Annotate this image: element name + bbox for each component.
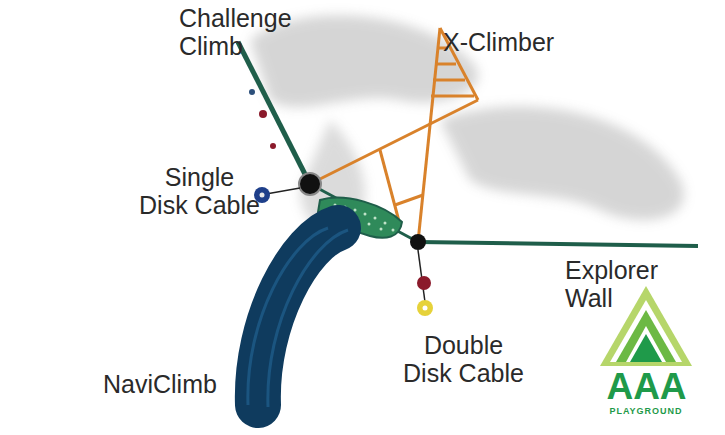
shadow xyxy=(250,15,684,236)
cable xyxy=(418,250,425,302)
climbing-hold xyxy=(259,110,267,118)
callout-label: Single Disk Cable xyxy=(138,163,261,219)
callout-label: Double Disk Cable xyxy=(402,331,525,387)
post xyxy=(299,173,321,195)
disk-hole xyxy=(423,306,428,311)
logo-mark xyxy=(600,286,692,366)
cable xyxy=(266,188,300,194)
explorer-wall xyxy=(418,242,698,246)
logo-text: PLAYGROUND xyxy=(607,406,685,416)
disk-hole xyxy=(260,193,265,198)
climb-panel xyxy=(238,42,310,184)
callout-label: Explorer Wall xyxy=(565,256,587,312)
climbing-hold xyxy=(249,89,255,95)
naviclimb-ridge xyxy=(268,230,348,407)
callout-label: X-Climber xyxy=(443,28,559,56)
logo-text: AAA xyxy=(604,366,689,407)
callout-label: NaviClimb xyxy=(103,370,221,398)
callout-label: Challenge Climb xyxy=(179,4,201,60)
post xyxy=(410,234,426,250)
disk xyxy=(417,300,433,316)
disk xyxy=(417,276,431,290)
climbing-hold xyxy=(270,143,276,149)
